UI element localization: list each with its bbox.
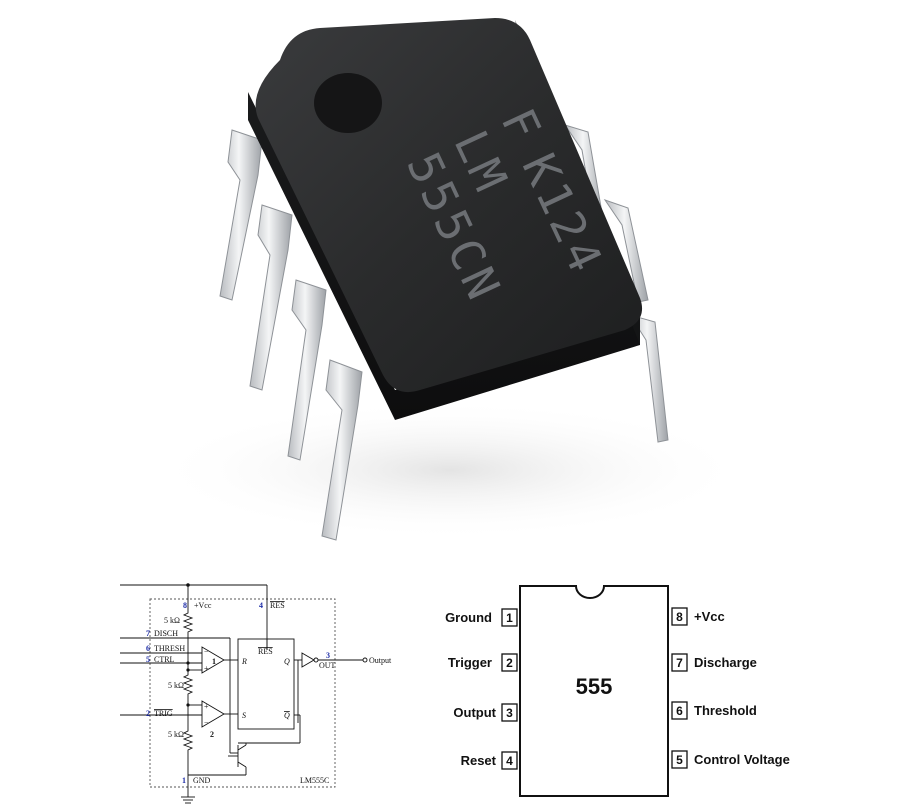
- pin-3-number: 3: [506, 706, 513, 720]
- pin-1-label: Ground: [445, 610, 492, 625]
- sch-pin-5: 5: [146, 655, 150, 664]
- pinout-chip-body: [519, 585, 669, 797]
- schematic-boundary: [149, 598, 336, 788]
- sch-part-label: LM555C: [300, 776, 329, 785]
- sch-resistor-2-label: 5 kΩ: [168, 681, 184, 690]
- sch-trig-label: TRIG: [154, 709, 173, 718]
- sch-out-label: OUT: [319, 661, 336, 670]
- sch-pin-4: 4: [259, 601, 263, 610]
- pin-7: 7 Discharge: [671, 653, 757, 672]
- output-terminal: [362, 657, 368, 663]
- pin-2: 2 Trigger: [448, 653, 518, 672]
- pin-3: 3 Output: [453, 703, 518, 722]
- pinout-svg: 555 1 Ground 2 Trigger 3 Output 4 Reset …: [445, 585, 790, 797]
- sch-output-label: Output: [369, 656, 392, 665]
- sch-comp1-plus: +: [204, 664, 209, 673]
- chip-photo-svg: F K124 LM 555CN: [150, 18, 750, 541]
- pin-6-number: 6: [676, 704, 683, 718]
- sch-pin-1: 1: [182, 776, 186, 785]
- resistor-2: [182, 670, 194, 705]
- pin-5-number: 5: [676, 753, 683, 767]
- flip-flop: [237, 638, 295, 730]
- sch-pin-2: 2: [146, 709, 150, 718]
- comparator-1: [201, 646, 225, 674]
- pin-7-label: Discharge: [694, 655, 757, 670]
- pin-8-number: 8: [676, 610, 683, 624]
- sch-disch-label: DISCH: [154, 629, 178, 638]
- pin-8: 8 +Vcc: [671, 607, 725, 626]
- sch-comp2-minus: −: [204, 718, 209, 727]
- schematic-svg: 8 +Vcc 4 RES 5 kΩ 7 DISCH 6 THRESH 5 CTR…: [120, 583, 392, 804]
- sch-ff-s: S: [242, 711, 246, 720]
- pin-6: 6 Threshold: [671, 701, 757, 720]
- sch-ff-res: RES: [258, 647, 273, 656]
- sch-comp2-num: 2: [210, 730, 214, 739]
- sch-pin-6: 6: [146, 644, 150, 653]
- front-legs: [219, 129, 363, 541]
- sch-thresh-label: THRESH: [154, 644, 185, 653]
- pin-4-label: Reset: [461, 753, 497, 768]
- pin-7-number: 7: [676, 656, 683, 670]
- sch-pin-3: 3: [326, 651, 330, 660]
- sch-ff-q: Q: [284, 657, 290, 666]
- pin-1-number: 1: [506, 611, 513, 625]
- pin-6-label: Threshold: [694, 703, 757, 718]
- pin-5: 5 Control Voltage: [671, 750, 790, 769]
- pin-1: 1 Ground: [445, 608, 518, 627]
- sch-pin-7: 7: [146, 629, 150, 638]
- sch-comp1-num: 1: [212, 657, 216, 666]
- pin-3-label: Output: [453, 705, 496, 720]
- pinout-diagram: 555 1 Ground 2 Trigger 3 Output 4 Reset …: [430, 578, 810, 803]
- pinout-chip-label: 555: [576, 674, 613, 699]
- output-buffer: [301, 652, 315, 668]
- pin-4-number: 4: [506, 754, 513, 768]
- sch-vcc-label: +Vcc: [194, 601, 212, 610]
- internal-schematic: 8 +Vcc 4 RES 5 kΩ 7 DISCH 6 THRESH 5 CTR…: [120, 575, 410, 805]
- resistor-3: [182, 725, 194, 780]
- sch-ff-qbar: Q: [284, 711, 290, 720]
- pin-5-label: Control Voltage: [694, 752, 790, 767]
- sch-ff-r: R: [241, 657, 247, 666]
- sch-comp1-minus: −: [204, 647, 209, 656]
- chip-photo: F K124 LM 555CN: [150, 18, 750, 541]
- resistor-1: [182, 609, 194, 645]
- sch-gnd-label: GND: [193, 776, 211, 785]
- sch-ctrl-label: CTRL: [154, 655, 175, 664]
- pin-2-number: 2: [506, 656, 513, 670]
- pin-4: 4 Reset: [461, 751, 518, 770]
- sch-resistor-3-label: 5 kΩ: [168, 730, 184, 739]
- pin-8-label: +Vcc: [694, 609, 725, 624]
- sch-comp2-plus: +: [204, 702, 209, 711]
- sch-resistor-1-label: 5 kΩ: [164, 616, 180, 625]
- pin1-dimple: [314, 73, 382, 133]
- sch-pin-8: 8: [183, 601, 187, 610]
- comparator-2: [201, 700, 225, 728]
- pin-2-label: Trigger: [448, 655, 492, 670]
- sch-res-label: RES: [270, 601, 285, 610]
